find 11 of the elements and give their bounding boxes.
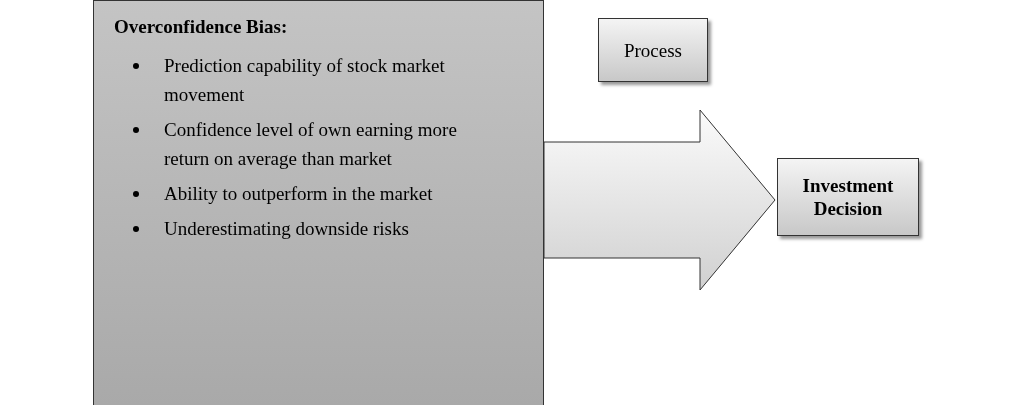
text-panel	[93, 0, 544, 405]
bullet-item: Ability to outperform in the market	[164, 179, 464, 208]
bullet-item: Underestimating downside risks	[164, 214, 464, 243]
panel-heading: Overconfidence Bias:	[114, 16, 288, 38]
box-label: Process	[623, 38, 683, 62]
box-label: Investment Decision	[801, 174, 895, 220]
process-box	[598, 18, 708, 82]
bullet-item: Prediction capability of stock market movement	[164, 51, 464, 109]
process-box	[777, 158, 919, 236]
block-arrow	[543, 109, 776, 291]
bullet-item: Confidence level of own earning more return on average than market	[164, 115, 464, 173]
